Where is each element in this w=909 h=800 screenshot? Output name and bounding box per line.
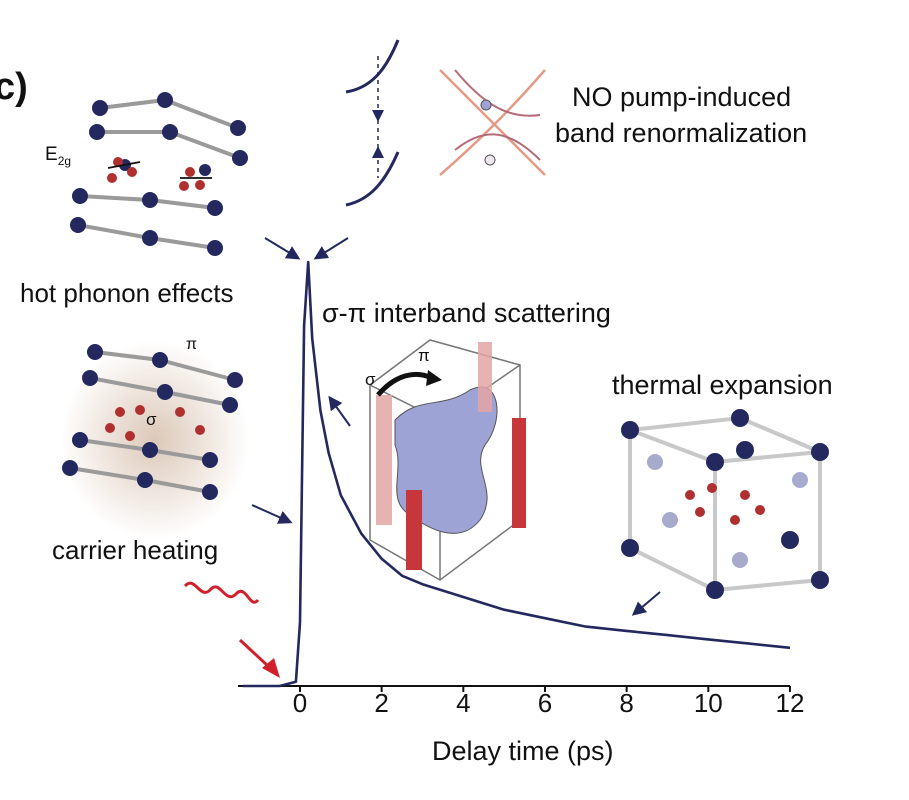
x-tick-label: 0 (292, 688, 308, 718)
x-tick-label: 12 (775, 688, 805, 718)
x-tick-marks (299, 686, 791, 692)
pump-pulse-icon (183, 581, 280, 678)
sigma-label-carrier: σ (146, 410, 157, 429)
x-tick-label: 10 (693, 688, 723, 718)
panel-letter: c) (0, 66, 28, 108)
x-axis-title: Delay time (ps) (432, 736, 614, 766)
interband-label: σ-π interband scattering (322, 298, 611, 328)
mode-label: E2g (45, 144, 71, 168)
band-renorm-label-line1: NO pump-induced (572, 82, 792, 112)
carrier-label: carrier heating (52, 535, 219, 565)
carrier-lattice-icon (60, 340, 250, 540)
x-tick-label: 2 (374, 688, 389, 718)
x-tick-label: 4 (456, 688, 471, 718)
thermal-lattice-icon (621, 409, 829, 599)
sigma-label-fermi: σ (365, 370, 376, 389)
pi-label-fermi: π (418, 346, 430, 365)
fermi-surface-icon (369, 339, 526, 581)
thermal-label: thermal expansion (612, 370, 833, 400)
x-axis (238, 685, 791, 692)
data-series-line (242, 260, 791, 688)
mode-label-e: E (45, 144, 58, 165)
x-tick-label: 6 (537, 688, 553, 718)
hot-phonon-label: hot phonon effects (20, 278, 234, 308)
mode-label-subscript: 2g (57, 153, 72, 168)
pi-label-carrier: π (186, 336, 198, 353)
annotation-arrows (251, 237, 661, 616)
band-crossing-icon (345, 39, 546, 207)
x-tick-label: 8 (619, 688, 634, 718)
lattice-structure-icon (70, 92, 248, 256)
band-renorm-label-line2: band renormalization (555, 118, 808, 148)
